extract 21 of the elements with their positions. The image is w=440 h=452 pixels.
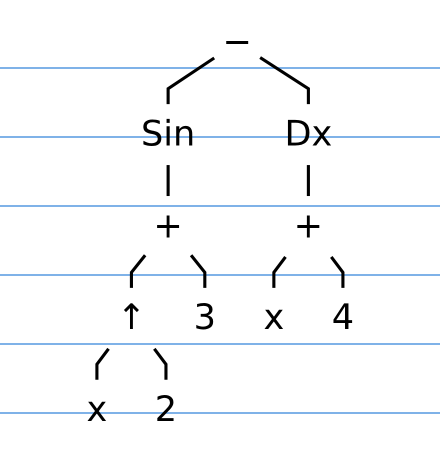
node-text: x	[86, 388, 107, 430]
node-text: +	[293, 204, 323, 246]
connector	[152, 347, 168, 380]
node-text: x	[263, 296, 284, 338]
connector	[95, 347, 110, 380]
node-text: 2	[154, 388, 177, 430]
node-text: Sin	[140, 112, 195, 154]
connector	[259, 56, 310, 104]
node-text: 3	[193, 296, 216, 338]
connector	[190, 254, 206, 288]
node-text: −	[222, 21, 252, 62]
connector	[130, 254, 146, 288]
connector	[272, 256, 286, 288]
node-text: 4	[331, 296, 354, 338]
node-text: Dx	[284, 112, 332, 154]
connector	[166, 56, 215, 104]
node-text: ↑	[116, 296, 146, 338]
connector	[330, 256, 344, 288]
connector	[306, 164, 310, 196]
node-text: +	[153, 204, 183, 246]
connector	[166, 164, 170, 196]
